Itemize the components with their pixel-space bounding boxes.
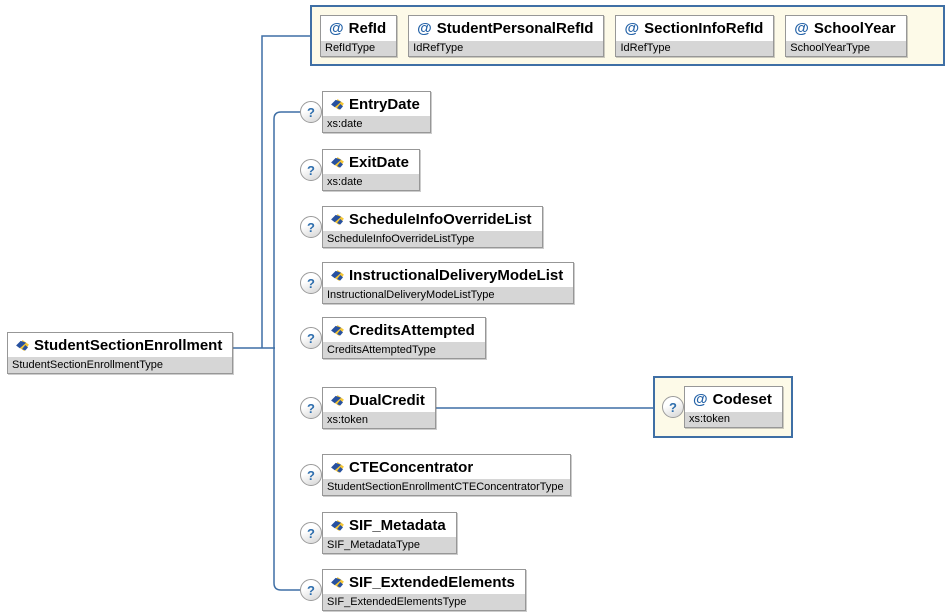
element-name: EntryDate	[349, 95, 420, 113]
optional-indicator: ?	[300, 397, 322, 419]
node-entry-date[interactable]: EntryDate xs:date	[322, 91, 431, 133]
attribute-type: xs:token	[685, 412, 782, 427]
optional-indicator: ?	[300, 272, 322, 294]
element-diamond-icon	[331, 324, 344, 336]
element-type: InstructionalDeliveryModeListType	[323, 287, 574, 303]
element-type: ScheduleInfoOverrideListType	[323, 231, 542, 247]
optional-indicator: ?	[300, 159, 322, 181]
node-credits-attempted[interactable]: CreditsAttempted CreditsAttemptedType	[322, 317, 486, 359]
element-name: ExitDate	[349, 153, 410, 171]
attribute-type: RefIdType	[321, 40, 397, 56]
row-schedule-info-override-list: ? ScheduleInfoOverrideList ScheduleInfoO…	[300, 206, 543, 248]
element-name: InstructionalDeliveryModeList	[349, 266, 564, 284]
attribute-type: IdRefType	[409, 40, 604, 56]
attribute-type: IdRefType	[616, 40, 774, 56]
element-name: CTEConcentrator	[349, 458, 474, 476]
element-diamond-icon	[331, 213, 344, 225]
element-diamond-icon	[331, 394, 344, 406]
optional-indicator: ?	[300, 579, 322, 601]
row-exit-date: ? ExitDate xs:date	[300, 149, 421, 191]
attribute-name: Codeset	[712, 391, 772, 408]
attribute-name: StudentPersonalRefId	[436, 19, 594, 37]
node-exit-date[interactable]: ExitDate xs:date	[322, 149, 421, 191]
node-attr-schoolyear[interactable]: @ SchoolYear SchoolYearType	[785, 14, 907, 57]
optional-indicator: ?	[300, 216, 322, 238]
row-entry-date: ? EntryDate xs:date	[300, 91, 431, 133]
node-title: StudentSectionEnrollment	[8, 333, 232, 357]
node-instructional-delivery-mode-list[interactable]: InstructionalDeliveryModeList Instructio…	[322, 262, 575, 304]
element-diamond-icon	[331, 98, 344, 110]
attribute-at-icon: @	[794, 19, 809, 37]
attribute-name: SchoolYear	[813, 19, 896, 37]
element-diamond-icon	[331, 269, 344, 281]
optional-indicator: ?	[300, 101, 322, 123]
row-dual-credit: ? DualCredit xs:token	[300, 387, 436, 429]
optional-indicator: ?	[300, 327, 322, 349]
element-diamond-icon	[331, 576, 344, 588]
element-diamond-icon	[331, 461, 344, 473]
element-name: CreditsAttempted	[349, 321, 475, 339]
element-type: CreditsAttemptedType	[323, 342, 485, 358]
attribute-at-icon: @	[624, 19, 640, 37]
attribute-type: SchoolYearType	[786, 40, 906, 56]
optional-indicator: ?	[662, 396, 684, 418]
node-sif-extended-elements[interactable]: SIF_ExtendedElements SIF_ExtendedElement…	[322, 569, 526, 611]
row-instructional-delivery-mode-list: ? InstructionalDeliveryModeList Instruct…	[300, 262, 575, 304]
element-diamond-icon	[331, 519, 344, 531]
node-dual-credit[interactable]: DualCredit xs:token	[322, 387, 436, 429]
element-type: SIF_MetadataType	[323, 537, 456, 553]
element-name: ScheduleInfoOverrideList	[349, 210, 532, 228]
attribute-at-icon: @	[693, 391, 708, 408]
optional-indicator: ?	[300, 522, 322, 544]
attribute-name: RefId	[348, 19, 387, 37]
node-schedule-info-override-list[interactable]: ScheduleInfoOverrideList ScheduleInfoOve…	[322, 206, 543, 248]
element-name: SIF_ExtendedElements	[349, 573, 515, 591]
node-attr-codeset[interactable]: @ Codeset xs:token	[684, 386, 783, 428]
row-sif-extended-elements: ? SIF_ExtendedElements SIF_ExtendedEleme…	[300, 569, 526, 611]
row-cte-concentrator: ? CTEConcentrator StudentSectionEnrollme…	[300, 454, 571, 496]
element-diamond-icon	[331, 156, 344, 168]
node-student-section-enrollment[interactable]: StudentSectionEnrollment StudentSectionE…	[7, 332, 234, 374]
element-name: DualCredit	[349, 391, 425, 409]
attribute-at-icon: @	[417, 19, 432, 37]
element-name: StudentSectionEnrollment	[34, 336, 223, 354]
element-type: SIF_ExtendedElementsType	[323, 594, 525, 610]
row-sif-metadata: ? SIF_Metadata SIF_MetadataType	[300, 512, 457, 554]
node-sif-metadata[interactable]: SIF_Metadata SIF_MetadataType	[322, 512, 457, 554]
element-diamond-icon	[16, 339, 29, 351]
node-cte-concentrator[interactable]: CTEConcentrator StudentSectionEnrollment…	[322, 454, 571, 496]
optional-indicator: ?	[300, 464, 322, 486]
attribute-name: SectionInfoRefId	[644, 19, 764, 37]
attribute-at-icon: @	[329, 19, 344, 37]
attribute-group-container: @ RefId RefIdType @ StudentPersonalRefId…	[310, 5, 945, 66]
element-name: SIF_Metadata	[349, 516, 446, 534]
row-credits-attempted: ? CreditsAttempted CreditsAttemptedType	[300, 317, 486, 359]
element-type: xs:token	[323, 412, 435, 428]
element-type: StudentSectionEnrollmentCTEConcentratorT…	[323, 479, 570, 495]
codeset-attribute-container: ? @ Codeset xs:token	[653, 376, 793, 438]
node-attr-refid[interactable]: @ RefId RefIdType	[320, 14, 398, 57]
node-attr-sectioninforefid[interactable]: @ SectionInfoRefId IdRefType	[615, 14, 775, 57]
element-type: StudentSectionEnrollmentType	[8, 357, 233, 373]
node-attr-studentpersonalrefid[interactable]: @ StudentPersonalRefId IdRefType	[408, 14, 605, 57]
element-type: xs:date	[323, 116, 430, 132]
element-type: xs:date	[323, 174, 420, 190]
